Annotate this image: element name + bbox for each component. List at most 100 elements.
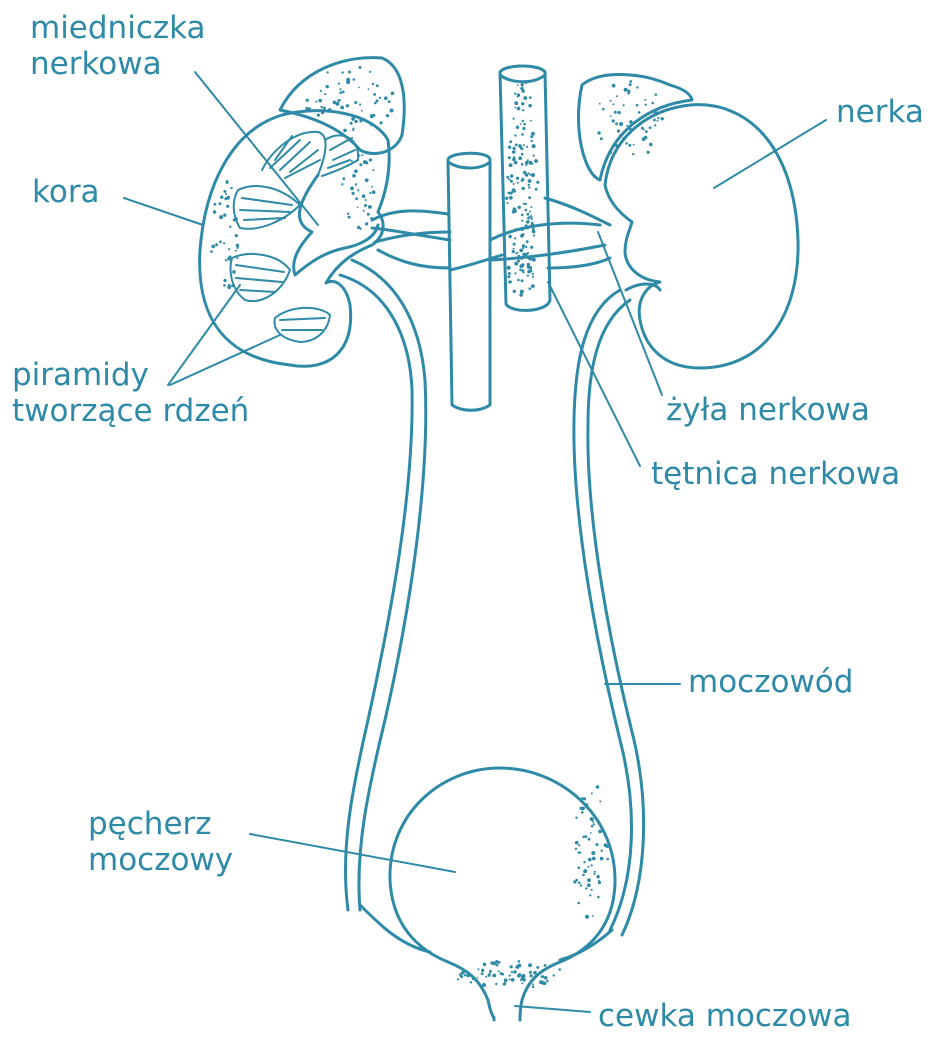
label-cortex: kora <box>32 174 100 210</box>
stipple-dot <box>376 84 379 87</box>
stipple-dot <box>521 163 524 166</box>
stipple-dot <box>536 160 538 162</box>
stipple-dot <box>518 964 522 968</box>
stipple-dot <box>525 82 527 84</box>
stipple-dot <box>236 247 238 249</box>
stipple-dot <box>599 801 601 803</box>
stipple-dot <box>657 120 659 122</box>
stipple-dot <box>354 169 358 173</box>
stipple-dot <box>510 174 514 178</box>
stipple-dot <box>521 982 523 984</box>
stipple-dot <box>529 211 531 213</box>
stipple-dot <box>629 80 632 83</box>
stipple-dot <box>606 845 609 848</box>
stipple-dot <box>642 137 646 141</box>
stipple-dot <box>228 284 230 286</box>
stipple-dot <box>390 109 394 113</box>
stipple-dot <box>536 966 539 969</box>
stipple-dot <box>351 160 353 162</box>
stipple-dot <box>591 864 593 866</box>
stipple-dot <box>514 93 516 95</box>
stipple-dot <box>575 817 577 819</box>
stipple-dot <box>210 250 213 253</box>
stipple-dot <box>517 182 519 184</box>
stipple-dot <box>514 228 517 231</box>
stipple-dot <box>526 240 529 243</box>
stipple-dot <box>596 785 600 789</box>
leader-cewka <box>515 1006 590 1012</box>
stipple-dot <box>527 270 531 274</box>
stipple-dot <box>522 228 525 231</box>
stipple-dot <box>236 257 238 259</box>
stipple-dot <box>527 227 529 229</box>
stipple-dot <box>372 190 376 194</box>
stipple-dot <box>507 202 509 204</box>
stipple-dot <box>533 256 535 258</box>
stipple-dot <box>525 203 527 205</box>
stipple-dot <box>638 111 641 114</box>
stipple-dot <box>591 889 593 891</box>
stipple-dot <box>518 206 521 209</box>
stipple-dot <box>530 215 533 218</box>
stipple-dot <box>230 187 232 189</box>
stipple-dot <box>357 189 359 191</box>
stipple-dot <box>522 244 525 247</box>
stipple-dot <box>578 844 580 846</box>
stipple-dot <box>515 144 518 147</box>
stipple-dot <box>354 101 357 104</box>
stipple-dot <box>592 915 594 917</box>
stipple-dot <box>370 123 373 126</box>
stipple-dot <box>321 111 324 114</box>
stipple-dot <box>508 281 511 284</box>
stipple-dot <box>372 83 374 85</box>
stipple-dot <box>525 161 528 164</box>
stipple-dot <box>231 284 234 287</box>
stipple-dot <box>357 226 360 229</box>
stipple-dot <box>358 87 360 89</box>
stipple-dot <box>587 878 591 882</box>
stipple-dot <box>352 174 356 178</box>
stipple-dot <box>591 825 594 828</box>
stipple-dot <box>232 270 236 274</box>
stipple-dot <box>224 279 227 282</box>
stipple-dot <box>525 209 528 212</box>
stipple-dot <box>532 983 534 985</box>
stipple-dot <box>654 124 656 126</box>
stipple-dot <box>598 830 602 834</box>
stipple-dot <box>488 974 491 977</box>
stipple-dot <box>528 963 532 967</box>
stipple-dot <box>373 114 376 117</box>
stipple-dot <box>467 975 469 977</box>
stipple-dot <box>578 902 581 905</box>
stipple-dot <box>350 122 353 125</box>
stipple-dot <box>481 972 484 975</box>
stipple-dot <box>220 196 223 199</box>
right-kidney-hilum <box>626 284 660 290</box>
stipple-dot <box>541 975 544 978</box>
stipple-dot <box>354 120 357 123</box>
stipple-dot <box>368 205 372 209</box>
label-pyramids-line1: piramidy <box>12 357 249 393</box>
label-bladder-line1: pęcherz <box>88 806 233 842</box>
vena-cava-top <box>448 162 490 168</box>
stipple-dot <box>619 122 623 126</box>
stipple-dot <box>464 974 466 976</box>
stipple-dot <box>590 817 594 821</box>
stipple-dot <box>533 234 535 236</box>
stipple-dot <box>223 242 225 244</box>
stipple-dot <box>320 106 322 108</box>
label-renal-pelvis-line2: nerkowa <box>30 46 206 82</box>
stipple-dot <box>516 108 518 110</box>
stipple-dot <box>363 210 365 212</box>
stippling-texture <box>210 66 664 988</box>
stipple-dot <box>519 249 523 253</box>
stipple-dot <box>355 197 358 200</box>
stipple-dot <box>495 963 498 966</box>
stipple-dot <box>387 115 389 117</box>
stipple-dot <box>531 132 535 136</box>
stipple-dot <box>521 975 525 979</box>
stipple-dot <box>223 284 226 287</box>
stipple-dot <box>585 835 588 838</box>
label-bladder-line2: moczowy <box>88 842 233 878</box>
stipple-dot <box>543 982 546 985</box>
